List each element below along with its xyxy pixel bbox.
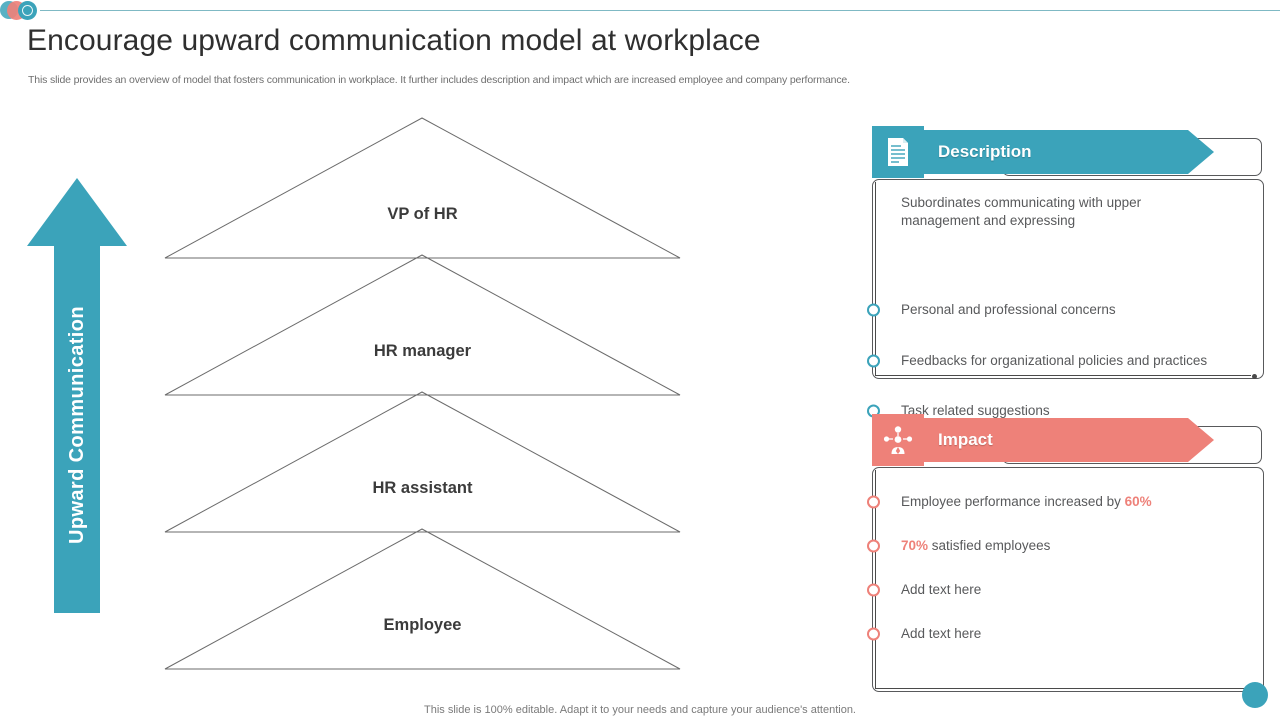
impact-bullet-4: Add text here — [867, 625, 982, 643]
bullet-marker-icon — [867, 583, 880, 597]
impact-bullet-2: 70% satisfied employees — [867, 537, 1051, 555]
bullet-marker-icon — [867, 627, 880, 641]
description-bullet-1-text: Personal and professional concerns — [901, 302, 1116, 317]
impact-bullet-3: Add text here — [867, 581, 982, 599]
pyramid-level-3-label: HR assistant — [372, 479, 473, 497]
bullet-marker-icon — [867, 354, 880, 368]
arrow-label: Upward Communication — [65, 306, 88, 545]
bullet-marker-icon — [867, 495, 880, 509]
page-subtitle: This slide provides an overview of model… — [28, 74, 850, 86]
impact-bullet-2-text: 70% satisfied employees — [901, 538, 1051, 553]
impact-bullet-1-text: Employee performance increased by 60% — [901, 494, 1152, 509]
arrow-up-icon — [27, 178, 127, 613]
impact-bullet-1: Employee performance increased by 60% — [867, 493, 1152, 511]
impact-body: Employee performance increased by 60% 70… — [867, 467, 1264, 692]
impact-bullet-3-text: Add text here — [901, 582, 982, 597]
description-bullet-2: Feedbacks for organizational policies an… — [867, 352, 1208, 370]
pyramid-level-4-shape — [164, 528, 681, 670]
bullet-marker-icon — [867, 539, 880, 553]
pyramid-shapes — [164, 117, 681, 670]
description-intro-text: Subordinates communicating with upper ma… — [901, 195, 1142, 229]
description-body: Subordinates communicating with upper ma… — [867, 179, 1264, 418]
upward-communication-arrow: Upward Communication — [27, 178, 127, 613]
arrow-label-wrap: Upward Communication — [27, 178, 127, 613]
impact-bullet-4-text: Add text here — [901, 626, 982, 641]
pyramid-level-1-label: VP of HR — [387, 205, 458, 223]
description-intro-item: Subordinates communicating with upper ma… — [873, 194, 1201, 230]
impact-banner: Impact — [872, 414, 1272, 466]
deco-circle-teal-ring — [18, 1, 37, 20]
corner-decoration-circle — [1242, 682, 1268, 708]
description-rail — [873, 180, 1263, 379]
description-bullet-2-text: Feedbacks for organizational policies an… — [901, 353, 1208, 368]
impact-title: Impact — [938, 430, 993, 449]
bullet-marker-icon — [867, 303, 880, 317]
footer-note: This slide is 100% editable. Adapt it to… — [424, 704, 856, 716]
pyramid-level-3-shape — [164, 391, 681, 533]
description-banner: Description — [872, 126, 1272, 178]
impact-bullet-list: Employee performance increased by 60% 70… — [867, 468, 1263, 691]
hierarchy-pyramid: VP of HR HR manager HR assistant Employe… — [150, 110, 695, 675]
pyramid-level-2-label: HR manager — [373, 342, 472, 360]
page-title: Encourage upward communication model at … — [27, 24, 761, 57]
decorative-circles — [0, 1, 50, 23]
pyramid-level-2-shape — [164, 254, 681, 396]
description-title: Description — [938, 142, 1032, 161]
document-icon — [872, 126, 924, 178]
pyramid-level-4-label: Employee — [383, 616, 462, 634]
pyramid-level-1-shape — [164, 117, 681, 259]
people-network-icon — [872, 414, 924, 466]
impact-banner-bar: Impact — [898, 418, 1214, 462]
description-bullet-3-text: Task related suggestions — [901, 403, 1050, 418]
impact-panel: Impact — [867, 414, 1272, 692]
description-bullet-list: Subordinates communicating with upper ma… — [867, 180, 1263, 418]
description-panel: Description — [867, 126, 1272, 418]
header-divider — [40, 10, 1280, 11]
description-bullet-1: Personal and professional concerns — [867, 301, 1116, 319]
description-banner-bar: Description — [898, 130, 1214, 174]
